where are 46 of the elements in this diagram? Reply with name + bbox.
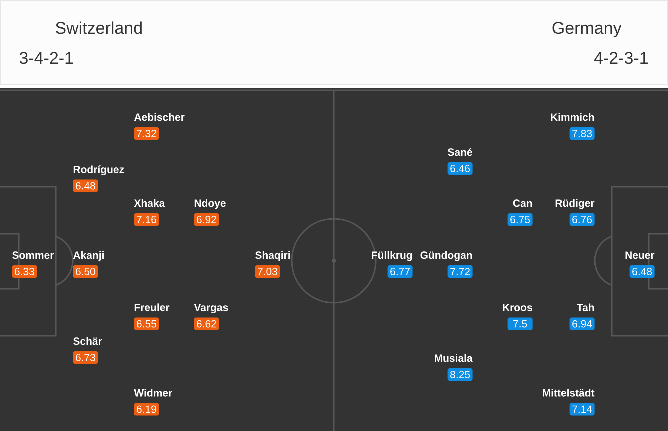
player-name: Rüdiger	[556, 199, 595, 210]
rating-badge: 8.25	[448, 368, 473, 381]
team-name: Germany	[552, 22, 622, 38]
player-name: Musiala	[435, 354, 473, 362]
player-name: Vargas	[194, 304, 228, 314]
rating-badge: 6.46	[448, 162, 473, 175]
rating-badge: 6.48	[73, 180, 98, 192]
player-name: Füllkrug	[372, 251, 412, 262]
team-name: Switzerland	[56, 22, 142, 34]
rating-badge: 6.48	[630, 266, 655, 278]
player-name: Gündogan	[420, 251, 472, 262]
rating-badge: 6.73	[73, 352, 98, 364]
rating-badge: 6.33	[12, 266, 38, 278]
rating-badge: 7.16	[134, 214, 160, 226]
player-name: Aebischer	[134, 113, 185, 122]
rating-badge: 7.83	[570, 128, 595, 140]
rating-badge: 6.55	[134, 318, 160, 330]
rating-badge: 7.72	[448, 266, 473, 278]
player-name: Shaqiri	[256, 251, 290, 262]
player-name: Rodríguez	[74, 166, 124, 176]
rating-badge: 7.14	[570, 403, 595, 416]
player-name: Sommer	[12, 252, 54, 260]
player-name: Kroos	[503, 304, 532, 312]
rating-badge: 6.76	[570, 214, 595, 226]
player-name: Sané	[448, 148, 472, 156]
formation: 3-4-2-1	[20, 52, 74, 64]
player-name: Xhaka	[134, 199, 166, 208]
player-name: Tah	[577, 304, 594, 312]
player-name: Ndoye	[194, 199, 226, 210]
rating-badge: 6.50	[73, 266, 98, 278]
player-name: Mittelstädt	[543, 389, 595, 397]
player-name: Widmer	[134, 389, 172, 397]
player-name: Freuler	[134, 304, 170, 312]
player-name: Schär	[74, 337, 102, 346]
player-name: Can	[513, 200, 532, 208]
rating-badge: 6.75	[508, 214, 533, 226]
rating-badge: 6.62	[194, 318, 220, 330]
rating-badge: 6.19	[134, 403, 160, 416]
player-name: Akanji	[73, 251, 104, 262]
player-name: Neuer	[626, 252, 655, 260]
rating-badge: 7.03	[255, 266, 280, 278]
rating-badge: 6.77	[388, 266, 413, 278]
formation: 4-2-3-1	[594, 52, 648, 64]
rating-badge: 7.32	[134, 128, 160, 140]
player-name: Kimmich	[551, 113, 594, 122]
rating-badge: 6.92	[194, 214, 220, 226]
